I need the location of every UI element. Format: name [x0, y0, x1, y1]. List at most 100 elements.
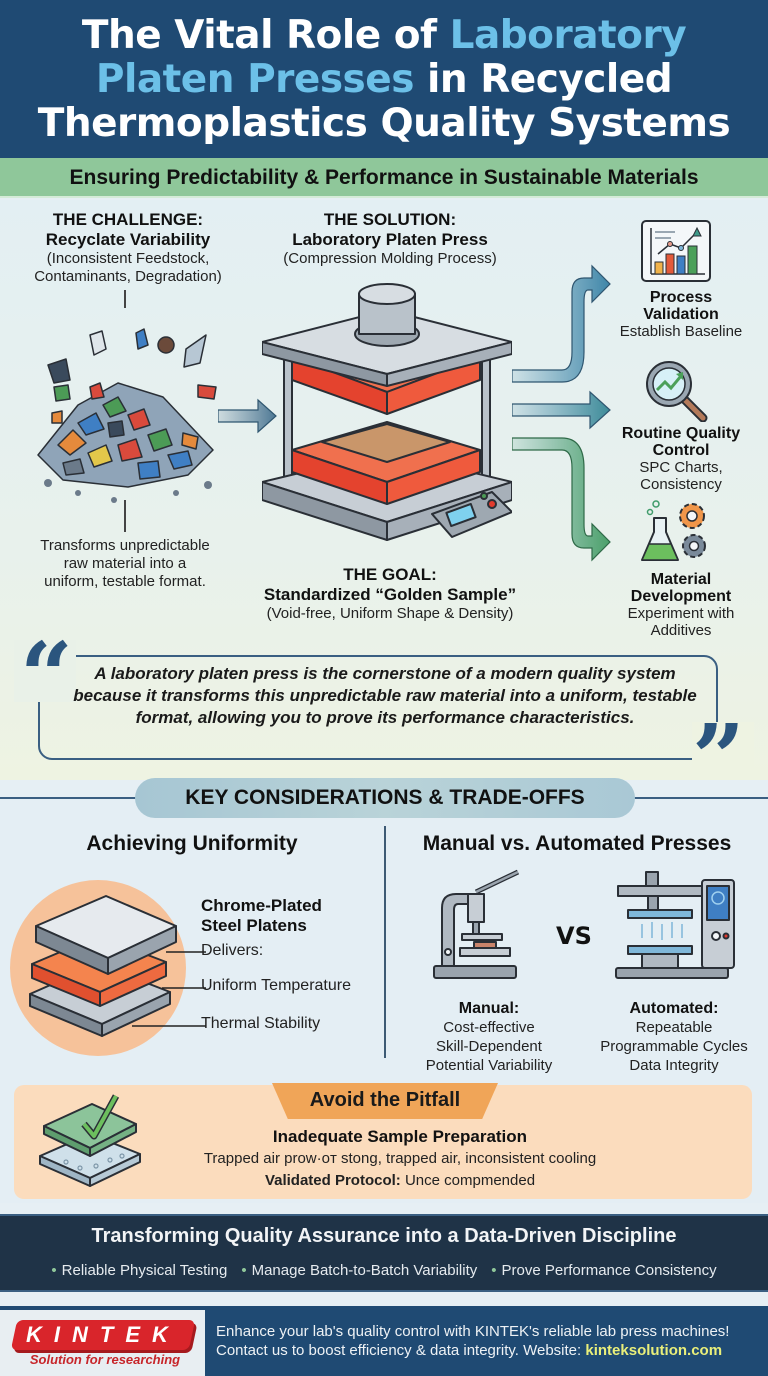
automated-point: Data Integrity: [629, 1057, 719, 1074]
outcome-title: Validation: [643, 306, 719, 323]
flask-gears-icon: [641, 500, 706, 561]
pitfall-description: Trapped air prow·oᴛ stong, trapped air, …: [203, 1150, 597, 1167]
outcome-material-development: Material Development Experiment with Add…: [596, 571, 766, 639]
challenge-title: Recyclate Variability: [45, 230, 211, 249]
subtitle-band: Ensuring Predictability & Performance in…: [0, 158, 768, 198]
versus-label: VS: [556, 922, 592, 950]
logo-text: KINTEK: [26, 1322, 180, 1347]
solution-heading: THE SOLUTION: Laboratory Platen Press (C…: [240, 210, 540, 268]
solution-detail: (Compression Molding Process): [283, 250, 497, 267]
title-accent: Platen Presses: [95, 57, 415, 102]
platen-stack-icon: [10, 880, 206, 1056]
challenge-note: Transforms unpredictable raw material in…: [10, 537, 240, 591]
pitfall-badge: Avoid the Pitfall: [272, 1083, 498, 1119]
magnifier-trend-icon: [646, 361, 708, 422]
automated-point: Repeatable: [635, 1019, 713, 1036]
qa-bullet: •Manage Batch-to-Batch Variability: [241, 1262, 477, 1279]
benefit-uniform-temperature: Uniform Temperature: [201, 977, 351, 994]
automated-title: Automated:: [629, 1000, 719, 1017]
title-part: Thermoplastics Quality Systems: [37, 101, 731, 146]
pitfall-protocol: Validated Protocol: Unce compmended: [150, 1172, 650, 1189]
automated-press-summary: Automated: Repeatable Programmable Cycle…: [584, 1000, 764, 1075]
automated-press-icon: [615, 871, 735, 979]
quote-frame-gap: [14, 640, 76, 702]
outcome-subtitle: Experiment with: [627, 605, 735, 622]
manual-point: Potential Variability: [425, 1057, 553, 1074]
sample-checkmark-icon: [39, 1094, 141, 1187]
platen-press-icon: [262, 283, 512, 541]
challenge-detail: Contaminants, Degradation): [34, 268, 222, 285]
outcome-title: Routine Quality: [621, 425, 741, 442]
footer-line: Enhance your lab's quality control with …: [216, 1323, 730, 1340]
challenge-detail: (Inconsistent Feedstock,: [46, 250, 210, 267]
manual-title: Manual:: [458, 1000, 520, 1017]
goal-detail: (Void-free, Uniform Shape & Density): [266, 605, 514, 622]
automated-point: Programmable Cycles: [600, 1038, 748, 1055]
note-line: raw material into a: [63, 555, 187, 572]
page-subtitle: Ensuring Predictability & Performance in…: [69, 166, 699, 189]
arrow-right-icon: [218, 398, 277, 434]
solution-label: THE SOLUTION:: [323, 210, 457, 229]
recyclate-pile-icon: [37, 328, 217, 503]
header-banner: The Vital Role of Laboratory Platen Pres…: [0, 0, 768, 158]
open-quote-icon: “: [20, 622, 73, 730]
footer-cta: Enhance your lab's quality control with …: [216, 1322, 766, 1360]
quote-frame: [38, 655, 718, 760]
footer-line: Contact us to boost efficiency & data in…: [216, 1342, 586, 1359]
goal-title: Standardized “Golden Sample”: [263, 585, 517, 604]
manual-press-icon: [433, 869, 520, 979]
delivers-label: Delivers:: [201, 942, 264, 959]
protocol-label: Validated Protocol:: [264, 1172, 401, 1189]
uniformity-title: Achieving Uniformity: [86, 832, 298, 855]
bullet-dot-icon: •: [51, 1262, 57, 1279]
bullet-dot-icon: •: [491, 1262, 497, 1279]
platen-spec: Chrome-Plated Steel Platens: [201, 896, 322, 936]
outcome-subtitle: SPC Charts,: [639, 459, 723, 476]
qa-bullet: •Reliable Physical Testing: [51, 1262, 227, 1279]
title-accent: Laboratory: [449, 13, 687, 58]
outcome-routine-quality-control: Routine Quality Control SPC Charts, Cons…: [596, 425, 766, 493]
outcome-process-validation: Process Validation Establish Baseline: [596, 289, 766, 340]
outcome-title: Material: [650, 571, 712, 588]
outcome-subtitle: Establish Baseline: [619, 323, 743, 340]
bullet-text: Reliable Physical Testing: [61, 1262, 228, 1279]
considerations-heading: KEY CONSIDERATIONS & TRADE-OFFS: [135, 778, 635, 818]
quote-frame-gap: [692, 722, 754, 780]
qa-bullet-list: •Reliable Physical Testing •Manage Batch…: [0, 1262, 768, 1279]
bullet-dot-icon: •: [241, 1262, 247, 1279]
title-part: The Vital Role of: [81, 13, 450, 58]
column-divider: [384, 826, 386, 1058]
solution-title: Laboratory Platen Press: [292, 230, 488, 249]
goal-label: THE GOAL:: [343, 565, 437, 584]
page-title: The Vital Role of Laboratory Platen Pres…: [0, 14, 768, 146]
benefit-thermal-stability: Thermal Stability: [201, 1015, 321, 1032]
challenge-label: THE CHALLENGE:: [52, 210, 204, 229]
connector-line: [124, 290, 126, 308]
outcome-title: Process: [649, 289, 713, 306]
branch-arrows-icon: [512, 264, 611, 562]
note-line: Transforms unpredictable: [40, 537, 210, 554]
qa-bullet: •Prove Performance Consistency: [491, 1262, 716, 1279]
goal-heading: THE GOAL: Standardized “Golden Sample” (…: [220, 565, 560, 623]
logo-tagline: Solution for researching: [29, 1352, 181, 1367]
platen-title: Steel Platens: [201, 916, 307, 935]
manual-press-summary: Manual: Cost-effective Skill-Dependent P…: [404, 1000, 574, 1075]
outcome-subtitle: Additives: [650, 622, 712, 639]
qa-band: [0, 1214, 768, 1292]
title-part: in Recycled: [413, 57, 673, 102]
connector-line: [124, 500, 126, 532]
bullet-text: Prove Performance Consistency: [501, 1262, 717, 1279]
qa-band-title: Transforming Quality Assurance into a Da…: [91, 1225, 677, 1247]
outcome-subtitle: Consistency: [640, 476, 722, 493]
website-link[interactable]: kinteksolution.com: [585, 1342, 723, 1359]
bullet-text: Manage Batch-to-Batch Variability: [251, 1262, 478, 1279]
close-quote-icon: ”: [692, 704, 745, 812]
manual-point: Cost-effective: [443, 1019, 535, 1036]
platen-title: Chrome-Plated: [201, 896, 322, 915]
bar-chart-icon: [641, 220, 711, 282]
outcome-title: Development: [630, 588, 732, 605]
outcome-title: Control: [652, 442, 710, 459]
key-quote: A laboratory platen press is the corners…: [73, 664, 697, 727]
manual-point: Skill-Dependent: [436, 1038, 542, 1055]
note-line: uniform, testable format.: [44, 573, 206, 590]
